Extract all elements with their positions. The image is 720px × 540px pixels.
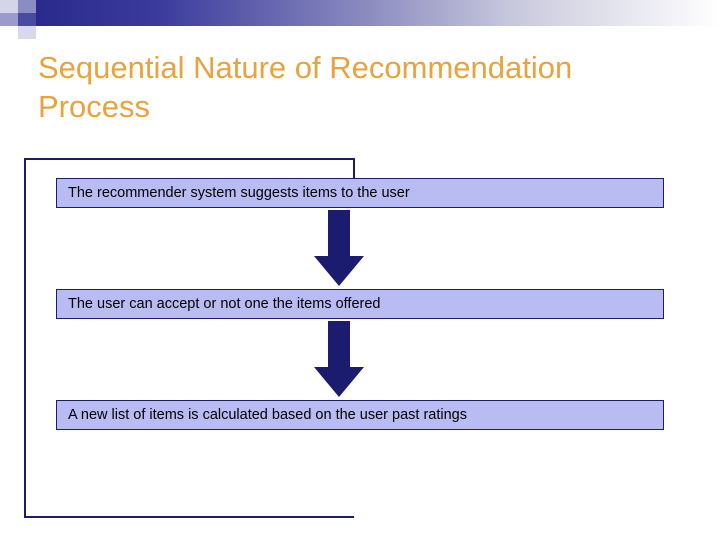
arrow-tip [314,256,364,286]
flow-step-2-label: The user can accept or not one the items… [68,296,381,312]
decor-square-5 [18,26,36,39]
flow-step-3-label: A new list of items is calculated based … [68,407,467,423]
flow-arrow-2-icon [314,321,364,397]
decor-square-1 [0,0,18,13]
top-gradient-bar [36,0,720,26]
decor-square-4 [18,13,36,26]
decor-square-3 [0,13,18,26]
arrow-shaft [353,158,355,184]
top-decoration [0,0,720,40]
flow-step-1: The recommender system suggests items to… [56,178,664,208]
flow-step-3: A new list of items is calculated based … [56,400,664,430]
flow-step-1-label: The recommender system suggests items to… [68,185,410,201]
flow-step-2: The user can accept or not one the items… [56,289,664,319]
arrow-tip [314,367,364,397]
flow-arrow-1-icon [314,210,364,286]
arrow-stem [328,210,350,258]
feedback-loop-path [24,158,354,518]
decor-square-2 [18,0,36,13]
flow-diagram: The recommender system suggests items to… [18,150,702,530]
slide-title: Sequential Nature of Recommendation Proc… [38,50,573,124]
arrow-stem [328,321,350,369]
